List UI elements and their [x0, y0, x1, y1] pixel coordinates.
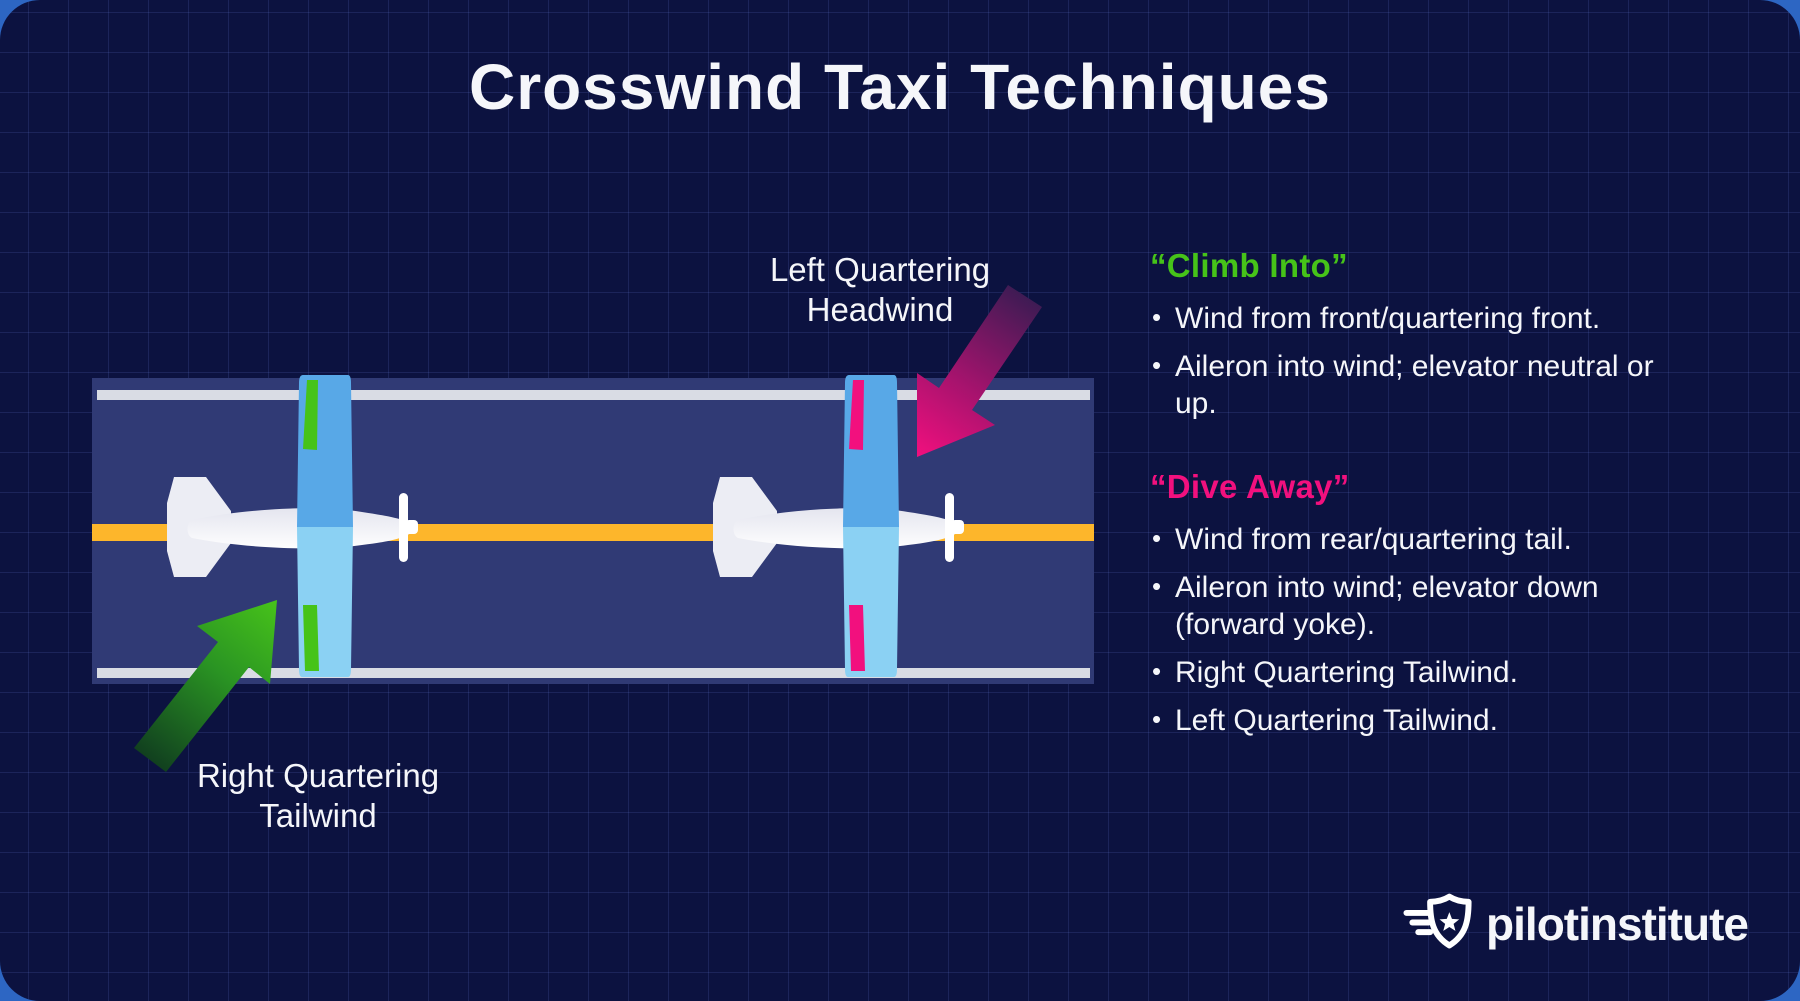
brand-wordmark: pilotinstitute — [1486, 898, 1749, 950]
section-dive-away: “Dive Away” Wind from rear/quartering ta… — [1150, 468, 1695, 739]
section-climb-into: “Climb Into” Wind from front/quartering … — [1150, 247, 1695, 422]
headwind-arrow-icon — [917, 285, 1042, 457]
label-left-quartering-headwind: Left Quartering Headwind — [769, 251, 991, 328]
label-right-quartering-tailwind: Right Quartering Tailwind — [196, 757, 440, 834]
bullet-item: Aileron into wind; elevator neutral or u… — [1150, 347, 1695, 422]
info-column: “Climb Into” Wind from front/quartering … — [1150, 247, 1695, 750]
page-title: Crosswind Taxi Techniques — [469, 51, 1331, 123]
taxiway-edge-line-top — [97, 390, 1090, 400]
bullet-item: Wind from front/quartering front. — [1150, 299, 1695, 337]
winged-shield-star-icon — [1403, 893, 1472, 949]
bullet-item: Right Quartering Tailwind. — [1150, 653, 1695, 691]
climb-into-heading: “Climb Into” — [1150, 247, 1348, 284]
dive-away-bullet-list: Wind from rear/quartering tail. Aileron i… — [1150, 520, 1695, 739]
taxiway-edge-line-bottom — [97, 668, 1090, 678]
bullet-item: Left Quartering Tailwind. — [1150, 701, 1695, 739]
bullet-item: Wind from rear/quartering tail. — [1150, 520, 1695, 558]
pilot-institute-logo: pilotinstitute — [1402, 892, 1749, 956]
climb-into-bullet-list: Wind from front/quartering front. Aileron… — [1150, 299, 1695, 422]
bullet-item: Aileron into wind; elevator down (forwar… — [1150, 568, 1695, 643]
tailwind-arrow-icon — [134, 600, 277, 772]
dive-away-heading: “Dive Away” — [1150, 468, 1350, 505]
